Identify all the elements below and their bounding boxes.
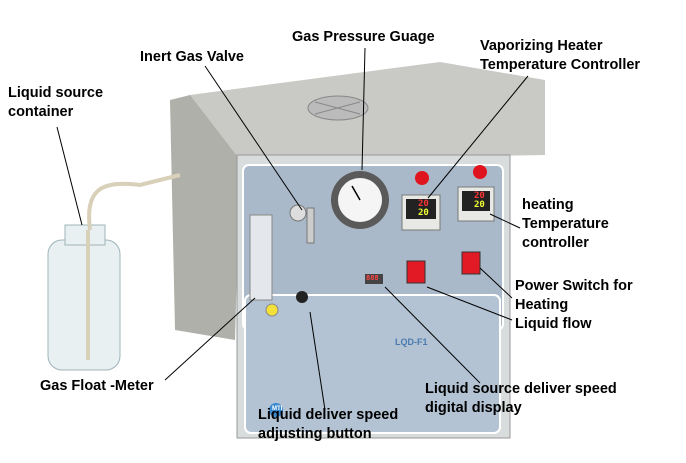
controller-1-sv: 20 xyxy=(418,208,429,218)
label-heating-temperature-controller: heating Temperature controller xyxy=(522,196,609,253)
model-text: LQD-F1 xyxy=(395,337,428,347)
label-line: Power Switch for xyxy=(515,278,633,294)
label-vaporizing-heater: Vaporizing Heater Temperature Controller xyxy=(480,37,640,75)
label-line: Temperature xyxy=(522,216,609,232)
label-line: container xyxy=(8,104,74,120)
speed-display-value: 888 xyxy=(366,274,379,282)
label-digital-display: Liquid source deliver speed digital disp… xyxy=(425,380,617,418)
speed-digital-display xyxy=(365,274,383,284)
label-line: Temperature Controller xyxy=(480,57,641,73)
inert-gas-valve xyxy=(289,204,307,222)
chassis-side xyxy=(170,95,240,340)
label-inert-gas-valve: Inert Gas Valve xyxy=(140,49,244,65)
controller-2-pv: 20 xyxy=(474,191,485,201)
label-line: Liquid source xyxy=(8,85,104,101)
label-gas-pressure-gauge: Gas Pressure Guage xyxy=(292,29,435,45)
label-line: digital display xyxy=(425,400,522,416)
controller-2-sv: 20 xyxy=(474,200,485,210)
lower-panel xyxy=(244,294,501,434)
label-line: heating xyxy=(522,197,574,213)
logo-text: MTI xyxy=(272,406,283,412)
mti-logo xyxy=(269,403,283,417)
speed-adjust-knob xyxy=(296,291,308,303)
indicator-lamp xyxy=(473,165,487,179)
label-power-switch: Power Switch for Heating xyxy=(515,277,633,315)
label-liquid-flow: Liquid flow xyxy=(515,316,592,332)
label-line: Liquid deliver speed xyxy=(258,407,399,423)
liquid-flow-switch xyxy=(406,260,426,284)
liquid-source-bottle xyxy=(47,239,121,371)
indicator-lamp xyxy=(415,171,429,185)
label-line: adjusting button xyxy=(258,426,372,442)
heating-power-switch xyxy=(461,251,481,275)
tube xyxy=(87,173,181,231)
gas-float-meter xyxy=(249,214,273,301)
label-adjusting-button: Liquid deliver speed adjusting button xyxy=(258,406,398,444)
label-line: Liquid source deliver speed xyxy=(425,381,617,397)
label-liquid-source-container: Liquid source container xyxy=(8,84,103,122)
controller-1-pv: 20 xyxy=(418,199,429,209)
leader-lines xyxy=(56,47,529,411)
label-line: Vaporizing Heater xyxy=(480,38,603,54)
label-line: controller xyxy=(522,235,589,251)
label-gas-float-meter: Gas Float -Meter xyxy=(40,378,154,394)
label-line: Heating xyxy=(515,297,569,313)
